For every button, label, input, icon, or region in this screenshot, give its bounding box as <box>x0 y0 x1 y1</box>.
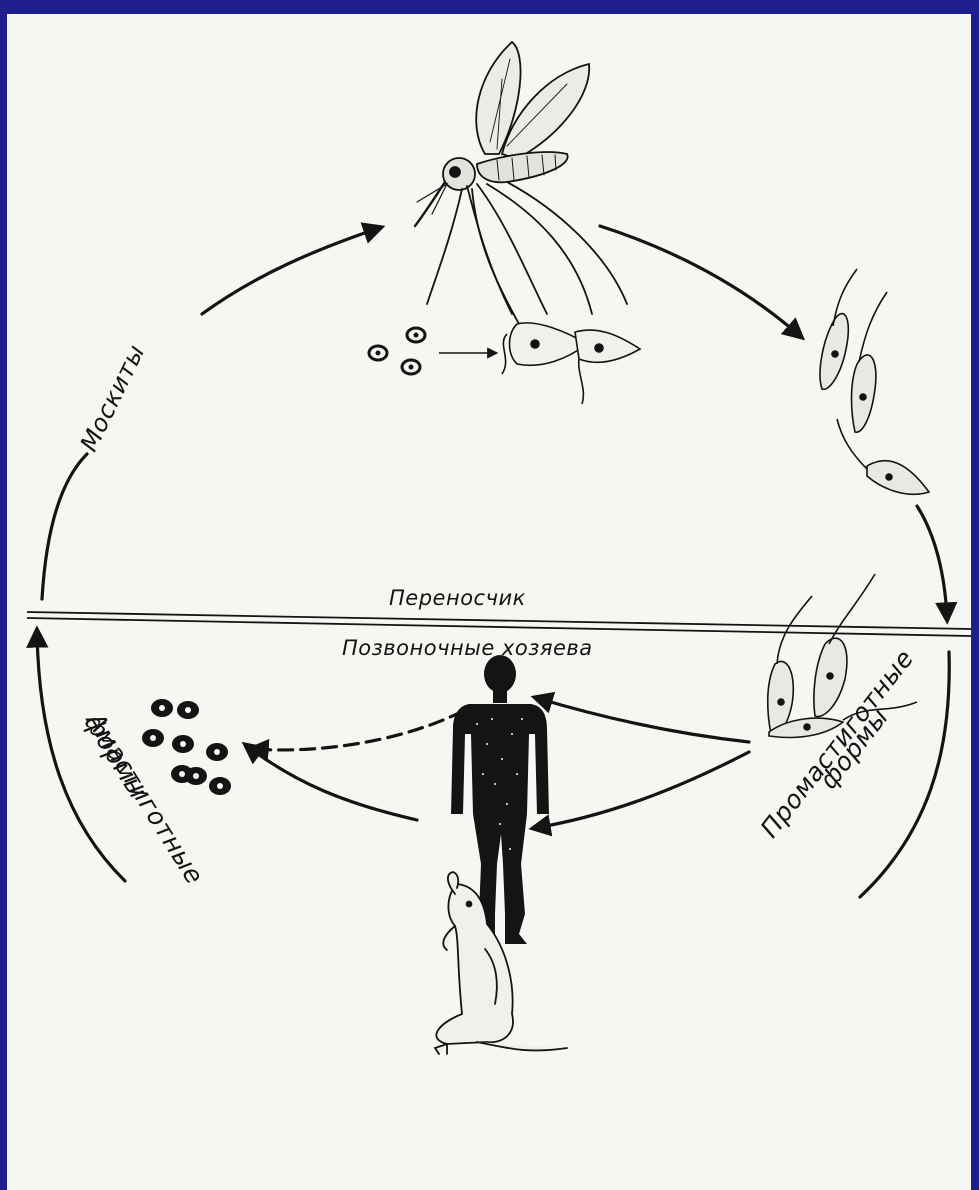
arrow-rodent-to-amastigote <box>247 746 417 820</box>
arrow-promastigote-to-rodent <box>535 752 749 828</box>
promastigote-in-fly-icon <box>502 323 640 404</box>
sandfly-icon <box>415 42 627 324</box>
rodent-icon <box>435 872 567 1054</box>
diagram-frame: Москиты Переносчик Позвоночные хозяева А… <box>7 14 971 1190</box>
arrow-human-to-amastigote-dashed <box>253 711 463 750</box>
arrow-promastigote-to-human <box>537 698 749 742</box>
amastigote-cells-lower-icon <box>142 699 231 795</box>
arc-fly-to-promastigote <box>600 226 800 336</box>
label-vertebrate-hosts: Позвоночные хозяева <box>342 636 593 660</box>
label-perenoschik: Переносчик <box>389 586 526 610</box>
arc-moskity-to-fly <box>202 228 379 314</box>
arc-left-upper <box>42 454 87 599</box>
arc-right-upper <box>917 506 947 618</box>
separator-line <box>27 612 971 636</box>
promastigotes-upper-icon <box>820 269 929 494</box>
